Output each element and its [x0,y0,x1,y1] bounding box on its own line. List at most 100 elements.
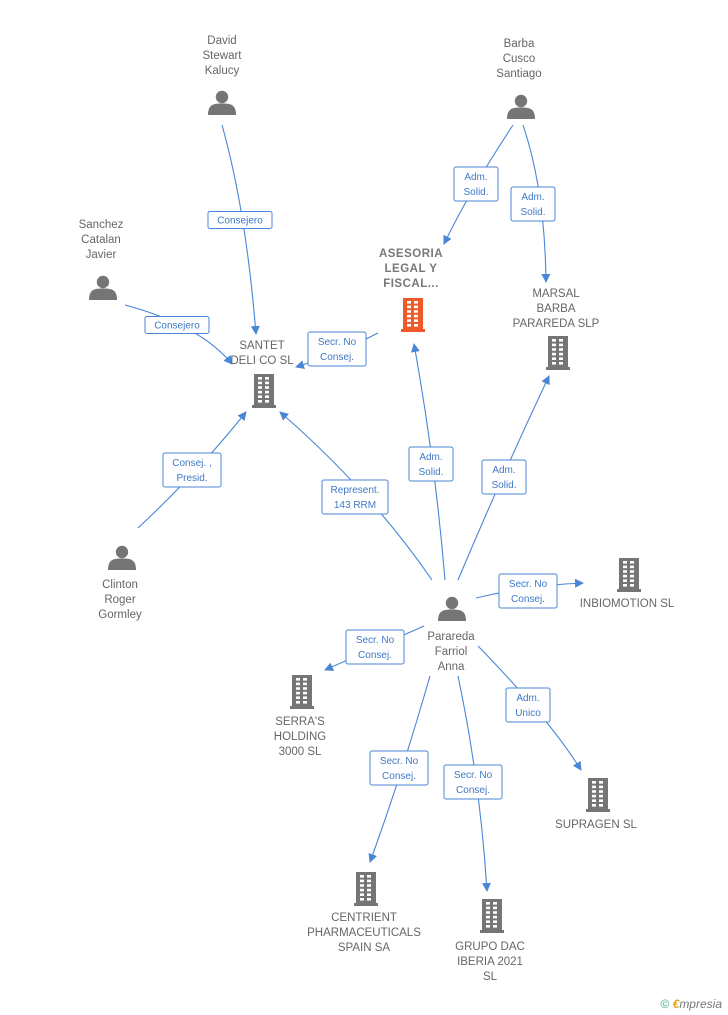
node-label: 3000 SL [279,746,322,758]
edge-label-box[interactable] [498,573,558,609]
node-label: Barba [504,38,535,50]
edge-label-box[interactable] [510,186,556,222]
edge-label-text: Solid. [491,480,516,491]
node-label: David [207,35,236,47]
node-label: SUPRAGEN SL [555,819,637,831]
edge-label-box[interactable] [481,459,527,495]
edge-barba-to-asesoria: Adm. Solid. [443,124,514,245]
node-label: Roger [104,594,135,606]
building-icon [252,374,276,408]
edge-label-box[interactable] [321,479,389,515]
brand-name: mpresia [679,997,722,1011]
edge-parareda-to-santet: Represent. 143 RRM [279,411,433,581]
edge-asesoria-to-santet: Secr. No Consej. [295,331,379,369]
node-label: INBIOMOTION SL [580,598,675,610]
node-centrient[interactable]: CENTRIENT PHARMACEUTICALS SPAIN SA [307,872,421,954]
edge-label-text: Solid. [418,467,443,478]
edge-line [221,124,260,335]
node-label: ASESORIA [379,248,443,260]
person-icon [208,90,236,115]
node-label: SANTET [239,340,284,352]
node-label: Stewart [203,50,243,62]
node-supragen[interactable]: SUPRAGEN SL [555,778,638,831]
edge-label-text: Consejero [154,321,200,332]
person-icon [507,94,535,119]
edge-label-box[interactable] [505,687,551,723]
edge-line [124,304,233,365]
node-label: GRUPO DAC [455,941,525,953]
edge-label-text: Adm. [492,465,515,476]
edge-barba-to-marsal: Adm. Solid. [510,124,556,283]
node-label: PARAREDA SLP [513,318,600,330]
node-label: Farriol [435,646,468,658]
edge-label-box[interactable] [345,629,405,665]
edge-label-box[interactable] [162,452,222,488]
edge-label-text: Consej. [511,594,545,605]
edge-david-to-santet: Consejero [207,124,273,335]
node-label: Parareda [427,631,475,643]
edge-label-box[interactable] [307,331,367,367]
edge-label-box[interactable] [369,750,429,786]
node-label: Kalucy [205,65,240,77]
edge-label-text: Unico [515,708,541,719]
edge-label-text: Consej. , [172,458,211,469]
node-inbiomotion[interactable]: INBIOMOTION SL [580,558,675,610]
node-label: PHARMACEUTICALS [307,927,421,939]
node-label: HOLDING [274,731,326,743]
building-icon [546,336,570,370]
edge-label-text: Secr. No [454,770,493,781]
edge-parareda-to-supragen: Adm. Unico [477,645,582,771]
brand-logo-initial: € [672,997,680,1011]
person-icon [89,275,117,300]
node-label: CENTRIENT [331,912,397,924]
node-label: BARBA [537,303,576,315]
edge-label-text: Solid. [463,187,488,198]
edge-label-box[interactable] [408,446,454,482]
edge-label-text: 143 RRM [334,500,376,511]
node-label: Gormley [98,609,142,621]
edge-label-box[interactable] [443,764,503,800]
person-icon [108,545,136,570]
edge-label-box[interactable] [144,316,210,334]
person-icon [438,596,466,621]
node-label: Catalan [81,234,121,246]
edge-label-text: Consej. [320,352,354,363]
node-label: Sanchez [79,219,124,231]
node-label: DELI CO SL [230,355,294,367]
edge-label-text: Secr. No [318,337,357,348]
copyright-symbol: © [660,997,670,1011]
node-label: Javier [86,249,117,261]
edge-label-text: Adm. [521,192,544,203]
node-label: Clinton [102,579,138,591]
edge-parareda-to-asesoria: Adm. Solid. [408,343,454,581]
edge-label-text: Adm. [516,693,539,704]
node-santet[interactable]: SANTET DELI CO SL [230,340,294,408]
edge-label-text: Adm. [464,172,487,183]
edge-label-text: Adm. [419,452,442,463]
edge-label-box[interactable] [207,211,273,229]
node-label: SPAIN SA [338,942,391,954]
edge-label-text: Consej. [382,771,416,782]
edge-label-text: Solid. [520,207,545,218]
node-label: MARSAL [532,288,580,300]
edge-label-text: Represent. [331,485,380,496]
building-icon [354,872,378,906]
edge-label-text: Secr. No [380,756,419,767]
edge-label-box[interactable] [453,166,499,202]
edge-label-text: Presid. [176,473,207,484]
edge-clinton-to-santet: Consej. , Presid. [137,411,247,529]
node-marsal[interactable]: MARSAL BARBA PARAREDA SLP [513,288,600,370]
